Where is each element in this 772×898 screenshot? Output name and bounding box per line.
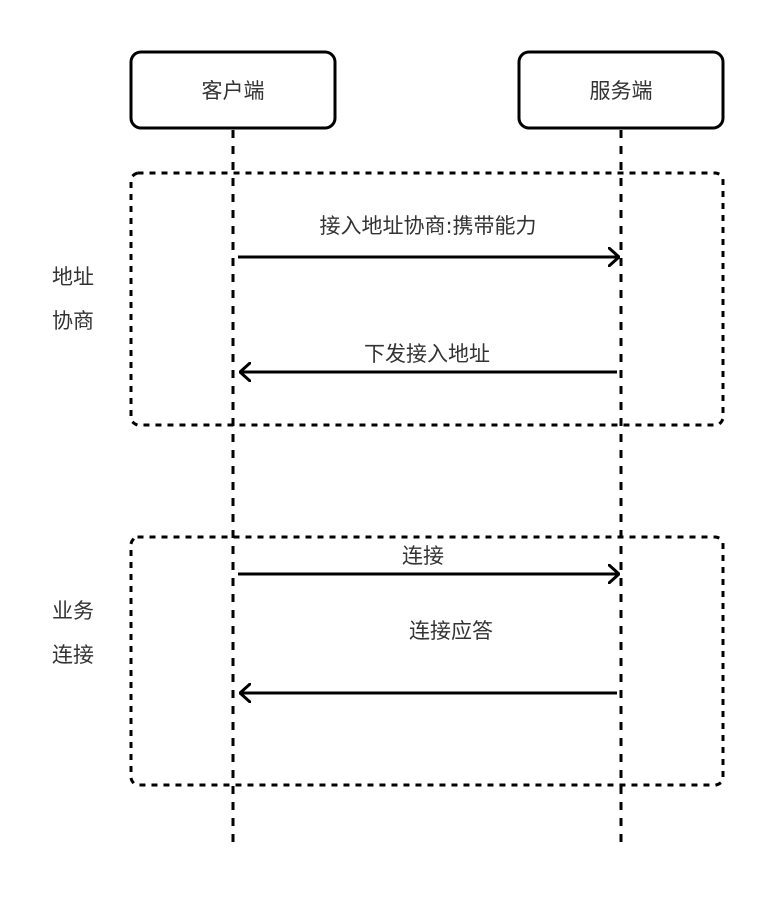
group-label-line1: 地址 — [52, 265, 94, 289]
group-label-line2: 连接 — [52, 643, 94, 667]
participant-server-label: 服务端 — [590, 79, 653, 103]
group-frame-address-negotiation — [129, 171, 725, 427]
group-label-line2: 协商 — [52, 309, 94, 333]
group-label-line1: 业务 — [52, 599, 94, 623]
message-label: 连接应答 — [409, 619, 493, 643]
message-label: 连接 — [402, 544, 444, 568]
group-frame-business-connection — [129, 535, 725, 787]
participant-server[interactable]: 服务端 — [517, 50, 725, 130]
participant-client[interactable]: 客户端 — [129, 50, 337, 130]
message-label: 下发接入地址 — [364, 342, 490, 366]
message-label: 接入地址协商:携带能力 — [319, 214, 536, 238]
participant-client-label: 客户端 — [202, 79, 265, 103]
